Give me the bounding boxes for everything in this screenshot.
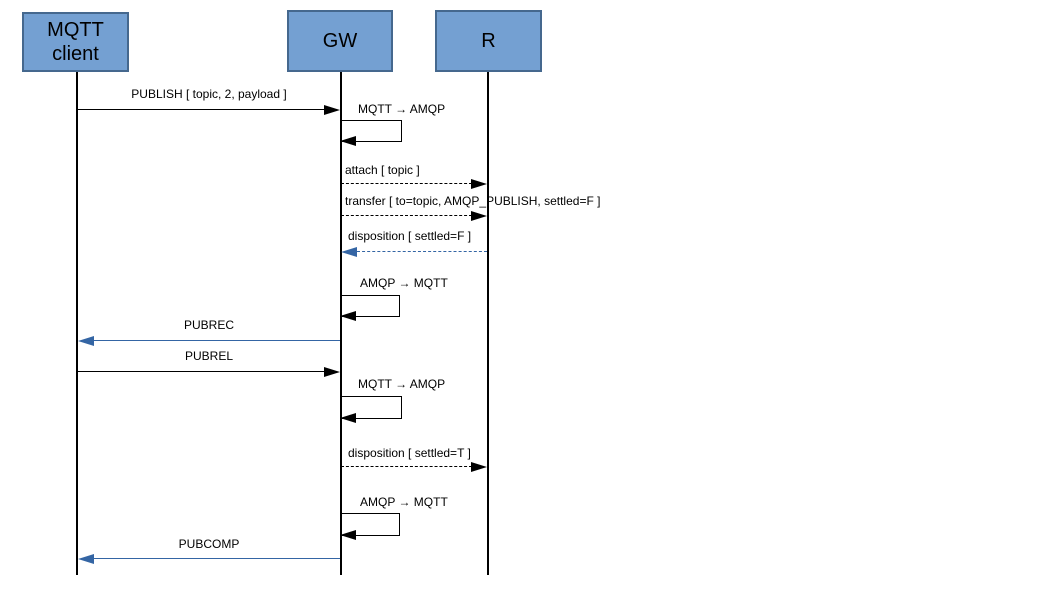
- arrowhead-left-icon: [78, 554, 94, 564]
- self-message-loop: [340, 513, 400, 536]
- message-label: MQTT → AMQP: [358, 377, 446, 391]
- arrowhead-right-icon: [471, 179, 487, 189]
- arrowhead-left-icon: [341, 247, 357, 257]
- arrow-line: [78, 371, 324, 372]
- arrowhead-left-icon: [340, 530, 356, 540]
- arrowhead-left-icon: [340, 136, 356, 146]
- self-message-loop: [340, 295, 400, 317]
- participant-gw: GW: [287, 10, 393, 72]
- message-label: disposition [ settled=F ]: [348, 229, 472, 243]
- message-label: AMQP → MQTT: [360, 495, 448, 509]
- arrow-line: [357, 251, 487, 252]
- participant-label: MQTT client: [47, 19, 104, 65]
- message-label: disposition [ settled=T ]: [348, 446, 471, 460]
- self-message-loop: [340, 396, 402, 419]
- arrow-line: [341, 466, 472, 467]
- message-label: PUBREC: [183, 318, 234, 332]
- message-label: PUBLISH [ topic, 2, payload ]: [131, 87, 287, 101]
- arrowhead-right-icon: [471, 211, 487, 221]
- message-label: MQTT → AMQP: [358, 102, 446, 116]
- participant-label: R: [481, 30, 496, 52]
- message-label: transfer [ to=topic, AMQP_PUBLISH, settl…: [345, 194, 601, 208]
- participant-mqtt-client: MQTT client: [22, 12, 129, 72]
- arrow-line: [341, 183, 472, 184]
- message-label: PUBREL: [184, 349, 234, 363]
- self-message-loop: [340, 120, 402, 142]
- lifeline-r: [487, 72, 489, 575]
- arrowhead-right-icon: [324, 367, 340, 377]
- arrowhead-right-icon: [324, 105, 340, 115]
- message-label: attach [ topic ]: [345, 163, 420, 177]
- arrow-line: [341, 215, 472, 216]
- message-label: AMQP → MQTT: [360, 276, 448, 290]
- participant-r: R: [435, 10, 542, 72]
- participant-label: GW: [322, 30, 358, 52]
- message-label: PUBCOMP: [178, 537, 240, 551]
- arrowhead-right-icon: [471, 462, 487, 472]
- arrow-line: [94, 340, 340, 341]
- arrow-line: [78, 109, 324, 110]
- lifeline-mqtt-client: [76, 72, 78, 575]
- arrowhead-left-icon: [78, 336, 94, 346]
- arrowhead-left-icon: [340, 413, 356, 423]
- arrow-line: [94, 558, 340, 559]
- arrowhead-left-icon: [340, 311, 356, 321]
- lifeline-gw: [340, 72, 342, 575]
